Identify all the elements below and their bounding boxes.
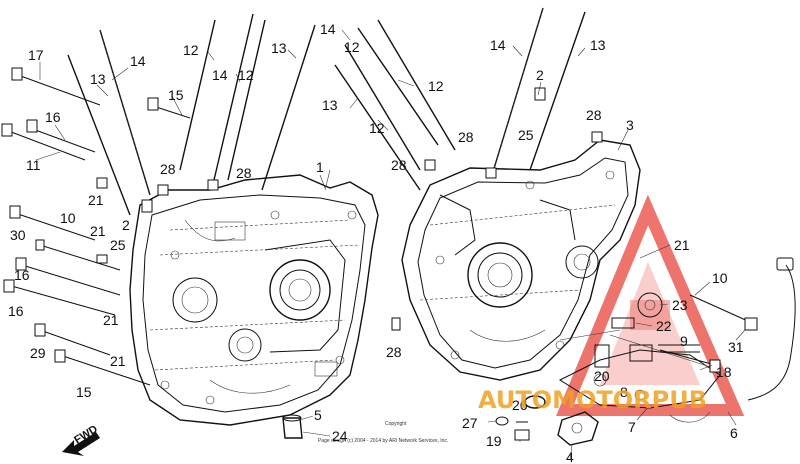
callout-10-b: 10 bbox=[712, 270, 728, 286]
callout-7: 7 bbox=[628, 419, 636, 435]
callout-12-e: 12 bbox=[344, 39, 360, 55]
callout-8: 8 bbox=[620, 384, 628, 400]
callout-28-a: 28 bbox=[586, 107, 602, 123]
leader-lines bbox=[35, 29, 746, 461]
callout-28-e: 28 bbox=[236, 165, 252, 181]
callout-15-b: 15 bbox=[76, 384, 92, 400]
callout-12-a: 12 bbox=[183, 42, 199, 58]
callout-2-b: 2 bbox=[122, 217, 130, 233]
drain-bolt bbox=[514, 421, 530, 441]
callout-21-b: 21 bbox=[90, 223, 106, 239]
case-bolts bbox=[1, 67, 758, 386]
copyright-line-2: Page design (c) 2004 - 2014 by ARI Netwo… bbox=[318, 438, 448, 444]
collar-5 bbox=[282, 414, 303, 439]
callout-13-c: 13 bbox=[322, 97, 338, 113]
callout-21-e: 21 bbox=[674, 237, 690, 253]
callout-1: 1 bbox=[316, 159, 324, 175]
callout-14-a: 14 bbox=[130, 53, 146, 69]
washer-27 bbox=[495, 416, 509, 426]
left-crankcase-half bbox=[129, 169, 379, 426]
callout-12-c: 12 bbox=[369, 120, 385, 136]
callout-25-a: 25 bbox=[518, 127, 534, 143]
callout-20: 20 bbox=[594, 368, 610, 384]
right-crankcase-half bbox=[401, 139, 641, 381]
callout-26: 26 bbox=[512, 397, 528, 413]
callout-9: 9 bbox=[680, 333, 688, 349]
callout-18: 18 bbox=[716, 364, 732, 380]
callout-17: 17 bbox=[28, 47, 44, 63]
callout-13-b: 13 bbox=[271, 40, 287, 56]
copyright-line-1: Copyright bbox=[385, 421, 407, 427]
callout-13-d: 13 bbox=[590, 37, 606, 53]
callout-27: 27 bbox=[462, 415, 478, 431]
callout-23: 23 bbox=[672, 297, 688, 313]
callout-16-c: 16 bbox=[8, 303, 24, 319]
callout-14-d: 14 bbox=[490, 37, 506, 53]
callout-14-c: 14 bbox=[320, 21, 336, 37]
callout-5: 5 bbox=[314, 407, 322, 423]
callout-31: 31 bbox=[728, 339, 744, 355]
callout-2-a: 2 bbox=[536, 67, 544, 83]
callout-10-a: 10 bbox=[60, 210, 76, 226]
callout-6: 6 bbox=[730, 425, 738, 441]
callout-29: 29 bbox=[30, 345, 46, 361]
callout-16-a: 16 bbox=[45, 109, 61, 125]
filter-cap bbox=[557, 411, 599, 446]
callout-13-a: 13 bbox=[90, 71, 106, 87]
sensor-wire bbox=[747, 257, 796, 401]
fwd-arrow-icon: FWD bbox=[62, 423, 100, 456]
callout-28-c: 28 bbox=[391, 157, 407, 173]
callout-25-b: 25 bbox=[110, 237, 126, 253]
callout-28-f: 28 bbox=[386, 344, 402, 360]
callout-28-b: 28 bbox=[458, 129, 474, 145]
callout-15-a: 15 bbox=[168, 87, 184, 103]
dowel-pins bbox=[96, 87, 603, 331]
callout-14-b: 14 bbox=[212, 67, 228, 83]
watermark-text: AUTOMOTORPUB bbox=[478, 386, 707, 414]
callout-21-d: 21 bbox=[110, 353, 126, 369]
callout-21-c: 21 bbox=[103, 312, 119, 328]
callout-3: 3 bbox=[626, 117, 634, 133]
callout-21-a: 21 bbox=[88, 192, 104, 208]
callout-11: 11 bbox=[26, 157, 41, 173]
callout-labels: 17 14 13 16 11 15 12 14 12 13 14 13 12 1… bbox=[8, 21, 744, 464]
callout-19: 19 bbox=[486, 433, 502, 449]
gear-shift-assembly bbox=[558, 292, 721, 423]
callout-22: 22 bbox=[656, 318, 672, 334]
callout-4: 4 bbox=[566, 449, 574, 464]
callout-28-d: 28 bbox=[160, 161, 176, 177]
callout-12-d: 12 bbox=[428, 78, 444, 94]
oil-ring bbox=[524, 395, 546, 409]
stud-bolts bbox=[67, 7, 586, 216]
callout-12-b: 12 bbox=[238, 67, 254, 83]
callout-24: 24 bbox=[332, 428, 348, 444]
callout-30: 30 bbox=[10, 227, 26, 243]
callout-16-b: 16 bbox=[14, 267, 30, 283]
